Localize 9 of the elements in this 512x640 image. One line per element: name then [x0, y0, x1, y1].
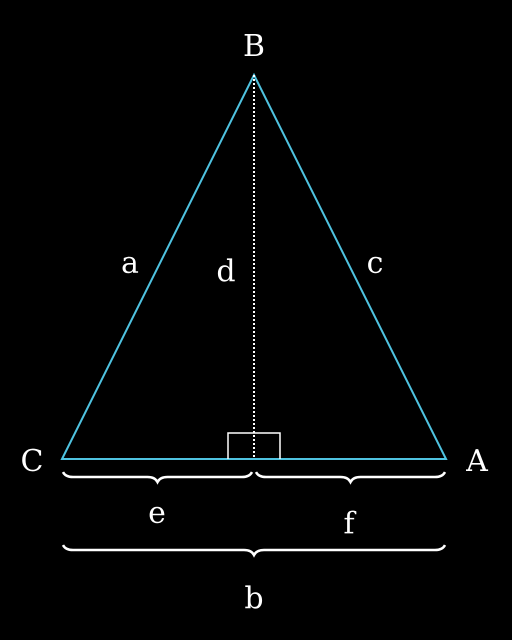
segment-label: f [344, 510, 356, 534]
vertex-label: C [22, 448, 42, 472]
vertex-label: A [466, 449, 488, 471]
side-label: c [368, 256, 382, 274]
segment-label: e [150, 506, 164, 524]
side-label: a [122, 256, 138, 274]
side-label: b [245, 585, 262, 609]
vertex-label: B [244, 34, 264, 56]
altitude-label: d [218, 258, 235, 282]
